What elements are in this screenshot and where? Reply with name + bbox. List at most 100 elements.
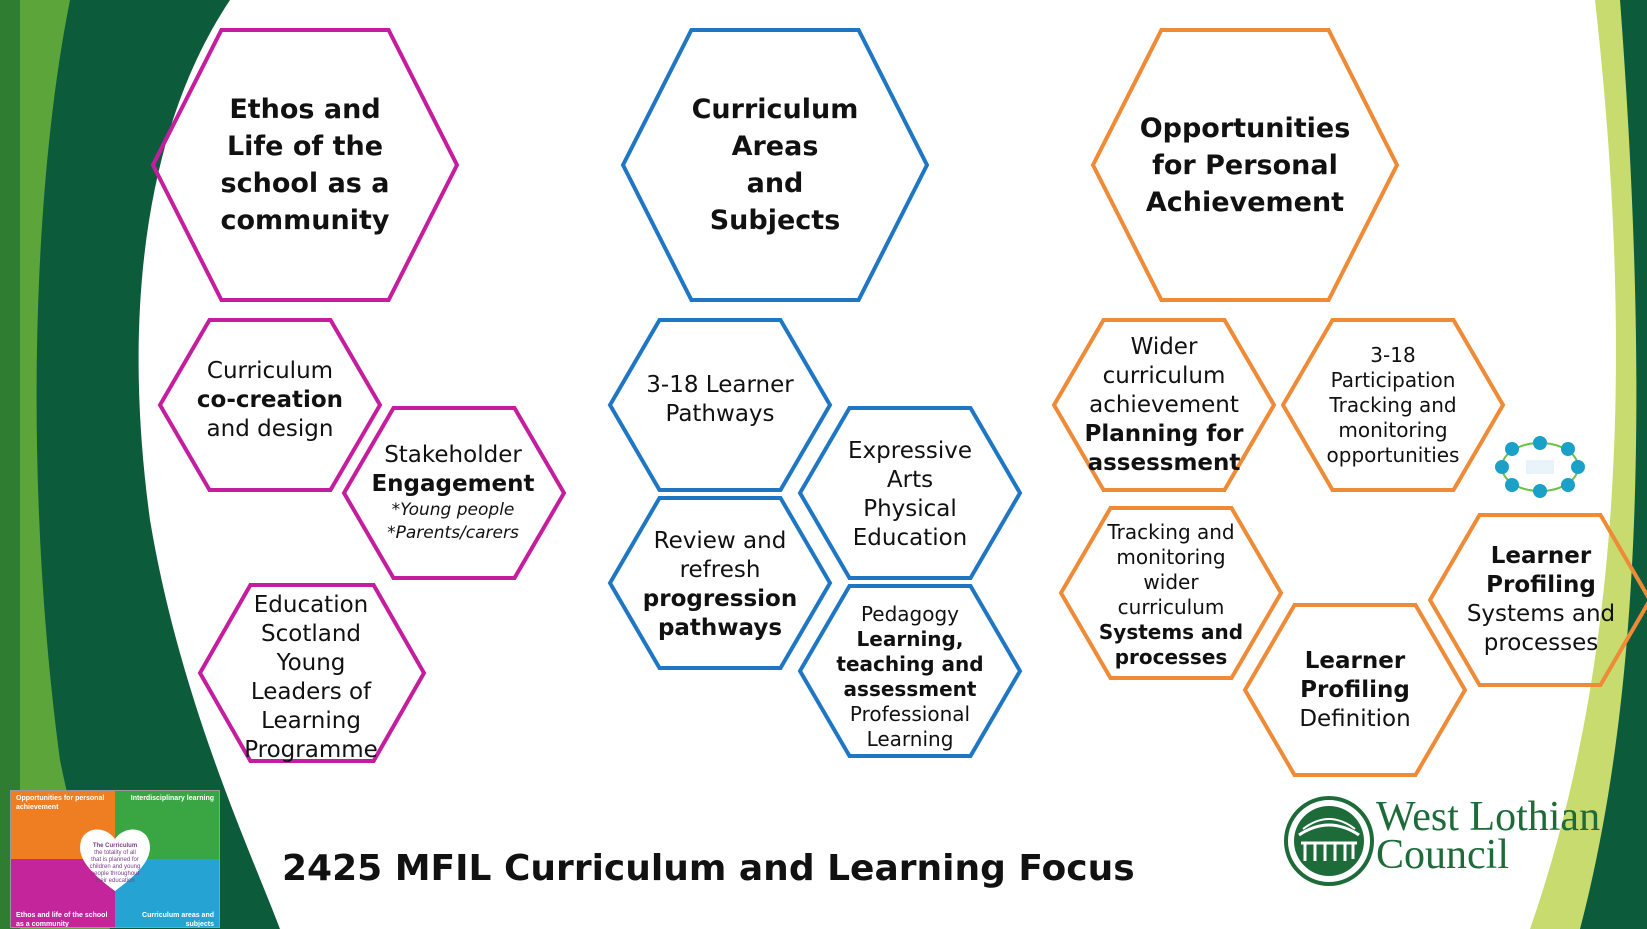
header-line: Areas (731, 131, 819, 162)
header-line: Ethos and (229, 94, 381, 125)
cell-line: Tracking and (1107, 520, 1235, 544)
hexagon-outline (797, 584, 1023, 758)
cell-line: Learner (1490, 543, 1592, 569)
cell-line: Education (253, 591, 369, 618)
cell-line: co-creation (196, 386, 344, 413)
cell-line: *Parents/carers (387, 523, 519, 543)
cell-line: *Young people (391, 500, 515, 520)
progression-pathways-cell: Review and refresh progression pathways (625, 515, 815, 655)
cell-line: Tracking and (1329, 392, 1457, 417)
cell-line: monitoring (1116, 545, 1226, 569)
cell-line: Definition (1299, 705, 1411, 732)
header-line: Life of the (226, 131, 384, 162)
cell-line: Participation (1330, 367, 1456, 392)
hexagon-outline (607, 496, 833, 670)
hexagon-outline (197, 583, 427, 763)
cell-line: Learner (1304, 647, 1406, 674)
hexagon-outline (1427, 513, 1647, 687)
cell-line: pathways (657, 615, 783, 641)
hexagon-outline (607, 318, 833, 492)
header-line: Achievement (1145, 186, 1345, 218)
cell-line: achievement (1089, 391, 1239, 418)
cell-line: Expressive (848, 438, 972, 464)
cell-line: Pathways (665, 401, 775, 427)
cell-line: teaching and (836, 652, 984, 676)
cell-line: wider (1143, 570, 1199, 594)
cell-line: Young (276, 649, 346, 676)
cell-line: Systems and (1466, 601, 1616, 627)
cell-line: Learning (866, 727, 954, 751)
mini-center: The Curriculum the totality of all that … (89, 843, 141, 885)
cell-line: Systems and (1098, 620, 1244, 644)
header-line: for Personal (1152, 149, 1338, 181)
cell-line: Arts (886, 467, 934, 493)
cell-line: 3-18 Learner (646, 372, 794, 398)
cell-line: Pedagogy (860, 602, 960, 626)
header-line: school as a (220, 168, 390, 199)
cell-line: Profiling (1300, 676, 1410, 703)
cell-line: Planning for (1084, 420, 1244, 447)
hexagon-outline (157, 318, 383, 492)
cell-line: and design (206, 415, 334, 442)
hexagon-outline (1280, 318, 1506, 492)
cell-line: Scotland (261, 620, 361, 647)
cell-line: processes (1114, 645, 1228, 669)
cell-line: Professional (849, 702, 971, 726)
cell-line: Learning, (856, 627, 964, 651)
cell-line: Wider (1130, 333, 1198, 360)
hexagon-outline (150, 28, 460, 302)
header-line: Opportunities (1139, 112, 1351, 144)
cell-line: assessment (843, 677, 977, 701)
header-line: Subjects (709, 205, 841, 236)
mini-center-text: the totality of all that is planned for … (89, 850, 141, 884)
mini-center-title: The Curriculum (92, 843, 138, 849)
hexagon-outline (1051, 318, 1277, 492)
cell-line: Education (852, 525, 968, 551)
cell-line: processes (1483, 630, 1599, 656)
hexagon-outline (797, 406, 1023, 580)
curriculum-diagram-thumbnail: Opportunities for personal achievement I… (10, 790, 220, 928)
west-lothian-emblem-icon (1284, 796, 1374, 886)
hexagon-outline (341, 406, 567, 580)
council-logo-text: West Lothian Council (1376, 794, 1601, 878)
hexagon-outline (1090, 28, 1400, 302)
heart-icon (80, 829, 150, 891)
cell-line: progression (642, 586, 798, 612)
moderation-cycle-icon (1495, 436, 1585, 498)
cell-line: Engagement (371, 471, 535, 497)
cell-line: Stakeholder (384, 442, 522, 468)
cell-line: curriculum (1117, 595, 1225, 619)
hexagon-outline (1242, 603, 1468, 777)
cell-line: monitoring (1338, 417, 1448, 442)
cell-line: refresh (679, 557, 761, 583)
header-line: community (220, 205, 390, 236)
logo-line1: West Lothian (1376, 794, 1601, 840)
cell-line: Learning (261, 707, 361, 734)
cell-line: Profiling (1486, 572, 1596, 598)
header-line: Curriculum (691, 94, 859, 125)
hexagon-outline (620, 28, 930, 302)
cell-line: Leaders of (250, 678, 372, 705)
cell-line: Review and (653, 528, 787, 554)
logo-line2: Council (1376, 832, 1509, 878)
cell-line: curriculum (1102, 362, 1226, 389)
cell-line: opportunities (1326, 442, 1460, 467)
header-line: and (746, 168, 804, 199)
cell-line: assessment (1087, 449, 1241, 476)
cell-line: Curriculum (206, 357, 334, 384)
hexagon-outline (1058, 506, 1284, 680)
